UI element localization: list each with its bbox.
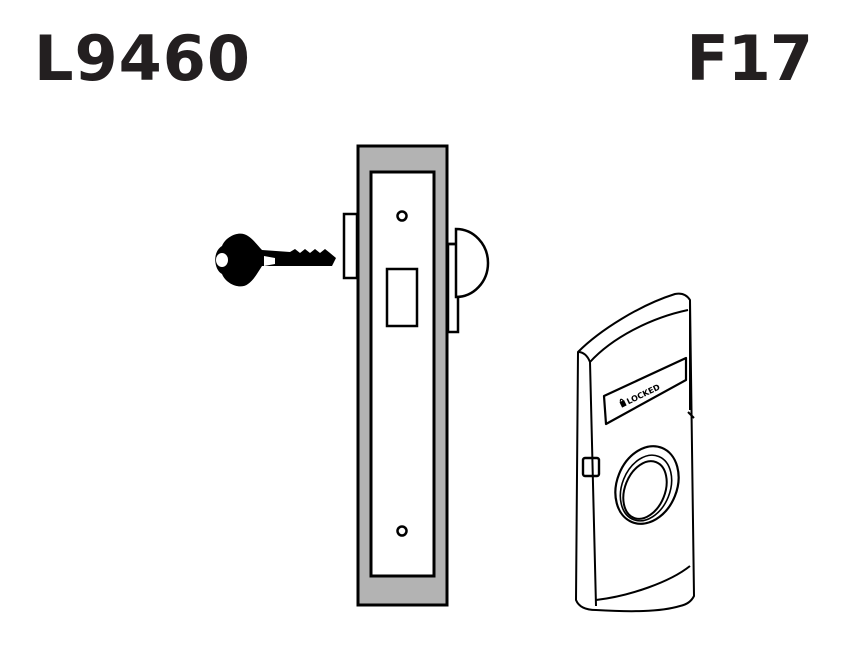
cylinder-trim-left — [342, 212, 359, 280]
model-number-title: L9460 — [34, 22, 252, 95]
padlock-icon — [619, 400, 627, 408]
mortise-lock-body-icon — [356, 144, 449, 607]
key-icon — [215, 233, 336, 287]
screw-hole-top-icon — [396, 210, 408, 222]
screw-hole-bottom-icon — [396, 525, 408, 537]
latch-opening — [385, 267, 419, 328]
thumbturn-icon — [446, 227, 490, 334]
escutcheon-indicator-icon — [575, 292, 695, 613]
function-code-title: F17 — [686, 22, 813, 95]
